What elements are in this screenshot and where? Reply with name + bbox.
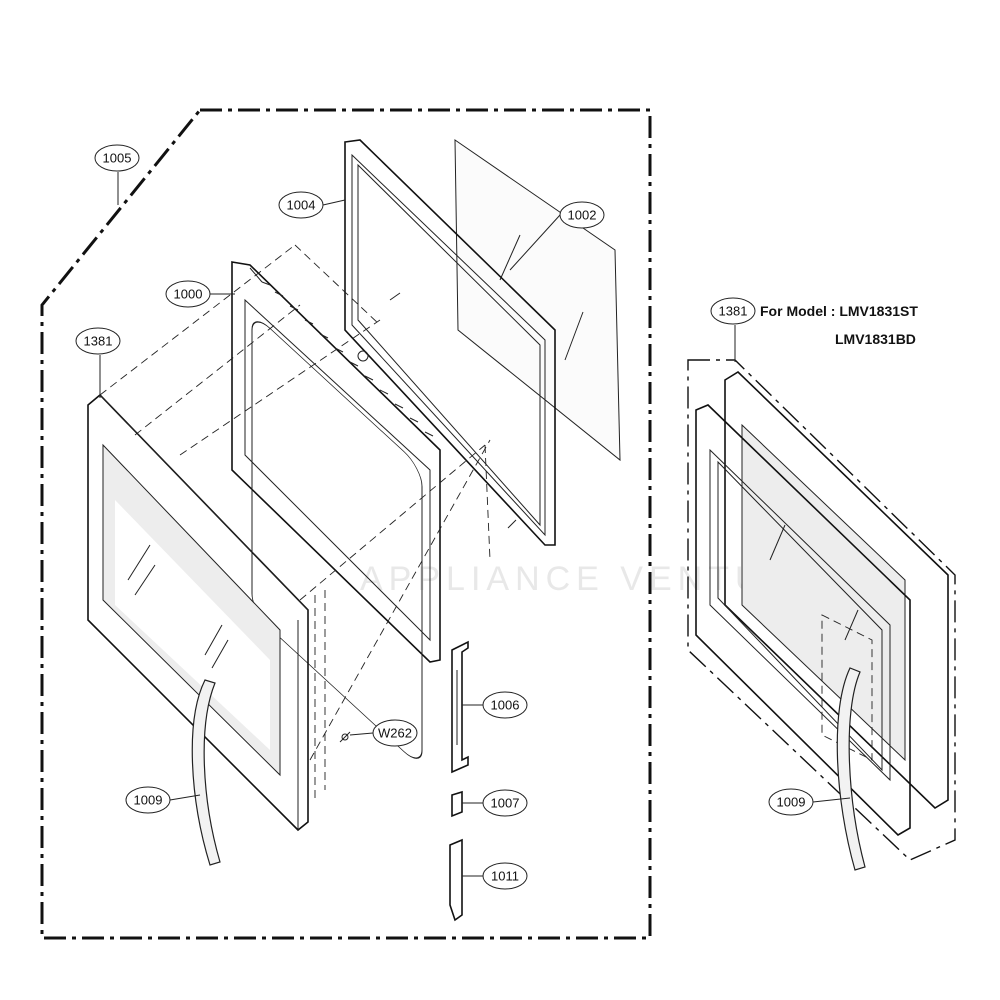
callout-1009-right: 1009 <box>768 788 814 816</box>
callout-1002: 1002 <box>559 201 605 229</box>
leader-lines <box>99 172 851 877</box>
svg-text:1009: 1009 <box>777 795 806 810</box>
callout-1381-right: 1381 <box>710 297 756 325</box>
model-note-line2: LMV1831BD <box>835 331 916 347</box>
callout-1009-left: 1009 <box>125 786 171 814</box>
callout-1004: 1004 <box>278 191 324 219</box>
callout-1011: 1011 <box>482 862 528 890</box>
callout-1000: 1000 <box>165 280 211 308</box>
part-1381-door-right <box>687 359 956 861</box>
svg-text:1006: 1006 <box>491 698 520 713</box>
assembly-boundary <box>40 108 652 940</box>
part-1004-inner-frame <box>344 139 556 546</box>
callout-1006: 1006 <box>482 691 528 719</box>
svg-text:1009: 1009 <box>134 793 163 808</box>
svg-text:1000: 1000 <box>174 287 203 302</box>
svg-text:1381: 1381 <box>84 334 113 349</box>
part-1009-handle-right <box>836 667 866 871</box>
part-1006-latch-hook <box>451 640 469 774</box>
callout-w262: W262 <box>372 719 418 747</box>
part-1002-glass-panel <box>454 139 621 462</box>
svg-text:1381: 1381 <box>719 304 748 319</box>
callout-1005: 1005 <box>94 144 140 172</box>
screw-w262 <box>339 731 351 743</box>
part-1000-door-frame <box>231 261 441 759</box>
svg-text:W262: W262 <box>378 726 412 741</box>
svg-text:1005: 1005 <box>103 151 132 166</box>
svg-text:1002: 1002 <box>568 208 597 223</box>
callout-1381-left: 1381 <box>75 327 121 355</box>
callout-1007: 1007 <box>482 789 528 817</box>
part-1011-lever <box>449 838 463 922</box>
part-1009-handle-left <box>191 679 221 866</box>
projection-lines <box>99 244 491 800</box>
model-note-line1: For Model : LMV1831ST <box>760 303 918 319</box>
part-1007-spring <box>451 790 463 818</box>
svg-text:1004: 1004 <box>287 198 316 213</box>
svg-text:1011: 1011 <box>491 869 519 884</box>
svg-text:1007: 1007 <box>491 796 520 811</box>
